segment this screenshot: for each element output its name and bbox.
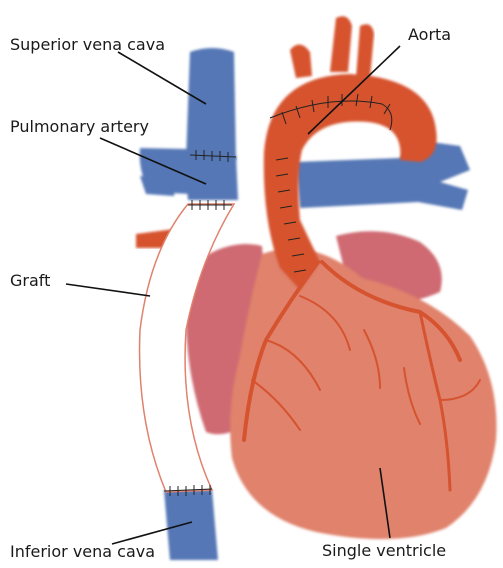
label-inferior-vena-cava: Inferior vena cava xyxy=(10,543,155,561)
aortic-arch-vessel-2 xyxy=(330,16,352,72)
aortic-arch-vessel-3 xyxy=(356,24,374,78)
leader-graft xyxy=(66,284,150,296)
label-pulmonary-artery: Pulmonary artery xyxy=(10,118,149,136)
superior-vena-cava-vessel xyxy=(186,48,236,160)
aortic-arch-vessel-1 xyxy=(290,44,312,78)
inferior-vena-cava-vessel xyxy=(164,490,218,560)
label-single-ventricle: Single ventricle xyxy=(322,542,446,560)
label-superior-vena-cava: Superior vena cava xyxy=(10,36,165,54)
label-aorta: Aorta xyxy=(408,26,451,44)
label-graft: Graft xyxy=(10,272,50,290)
right-pulmonary-branch xyxy=(296,140,470,210)
